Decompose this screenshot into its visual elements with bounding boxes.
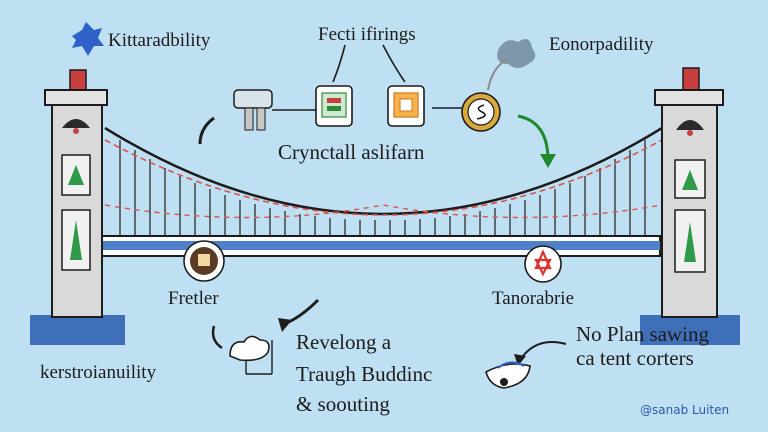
right-water — [640, 315, 740, 345]
curve-left — [198, 116, 215, 145]
label-cable-caption: Crynctall aslifarn — [278, 140, 425, 164]
label-top-center: Fecti ifirings — [318, 24, 416, 45]
coin-icon — [461, 92, 501, 132]
label-right-deck: Tanorabrie — [492, 288, 575, 309]
label-bottom-center-2: Traugh Buddinc — [296, 362, 433, 386]
boat-icon — [485, 361, 531, 389]
left-tower — [44, 69, 108, 318]
label-bottom-center-1: Revelong a — [296, 330, 392, 354]
signature: @sanab Luiten — [640, 403, 730, 417]
arrow-to-boat — [519, 341, 567, 361]
orange-card-icon — [387, 85, 425, 127]
red-star-icon — [524, 245, 562, 283]
blue-splash-icon — [72, 22, 104, 56]
brown-circle-icon — [183, 240, 225, 282]
left-water — [30, 315, 125, 345]
left-curve-cloud — [211, 325, 223, 350]
label-bottom-center-3: & soouting — [296, 392, 390, 416]
connector-left — [332, 44, 346, 83]
connector-right — [382, 44, 406, 83]
label-left-deck: Fretler — [168, 288, 219, 309]
green-card-icon — [315, 85, 353, 127]
grey-arrow — [487, 59, 507, 91]
label-top-right: Eonorpadility — [549, 34, 654, 55]
main-cable — [104, 126, 663, 216]
right-tower — [654, 67, 724, 318]
green-arrow — [517, 114, 550, 161]
label-bottom-right-1: No Plan sawing — [576, 322, 709, 346]
grey-splash-icon — [497, 39, 536, 68]
label-bottom-right-2: ca tent corters — [576, 346, 694, 370]
label-bottom-left: kerstroianuility — [40, 362, 157, 383]
label-top-left: Kittaradbility — [108, 30, 211, 51]
red-cable-lower — [104, 204, 663, 219]
bridge-deck — [99, 235, 661, 257]
tree-sign-icon — [233, 89, 273, 131]
red-cable-upper — [104, 139, 663, 216]
bridge-suspenders — [119, 140, 646, 236]
cloud-icon — [229, 335, 273, 375]
